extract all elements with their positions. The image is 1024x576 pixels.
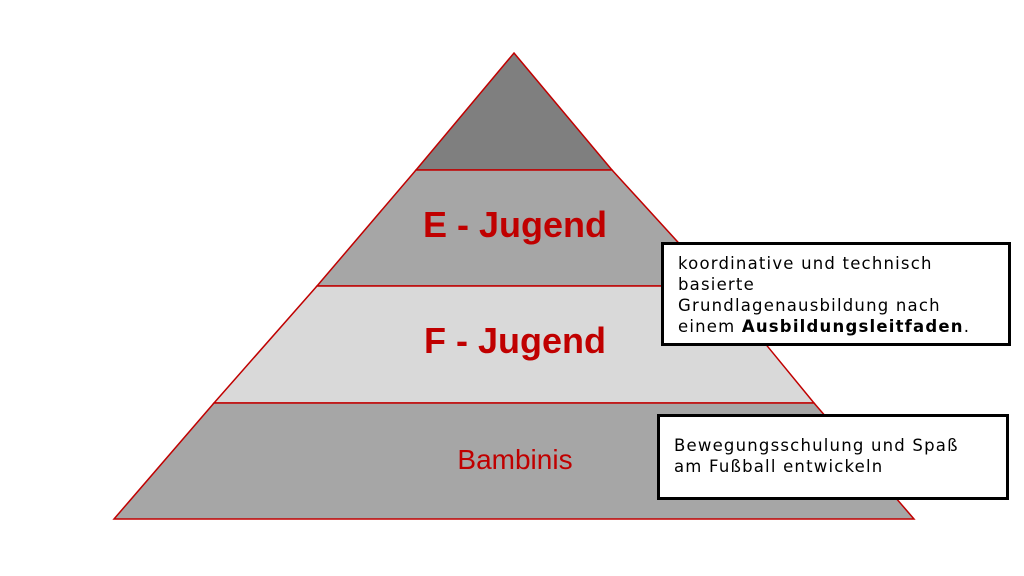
callout-line: einem Ausbildungsleitfaden.: [678, 316, 998, 337]
callout-text: einem: [678, 317, 742, 336]
tier-label-f-jugend: F - Jugend: [424, 320, 606, 361]
callout-line: basierte: [678, 275, 755, 294]
callout-bold-text: Ausbildungsleitfaden: [741, 317, 964, 336]
callout-line: am Fußball entwickeln: [674, 457, 884, 476]
callout-e-jugend: koordinative und technisch basierte Grun…: [661, 242, 1011, 346]
tier-label-bambinis: Bambinis: [457, 444, 573, 475]
pyramid-tier-top: [414, 51, 614, 171]
callout-line: Grundlagenausbildung nach: [678, 296, 941, 315]
callout-bambinis: Bewegungsschulung und Spaß am Fußball en…: [657, 414, 1009, 500]
callout-line: Bewegungsschulung und Spaß: [674, 436, 959, 455]
callout-text: .: [963, 317, 971, 336]
tier-label-e-jugend: E - Jugend: [422, 204, 607, 245]
callout-line: koordinative und technisch: [678, 254, 933, 273]
